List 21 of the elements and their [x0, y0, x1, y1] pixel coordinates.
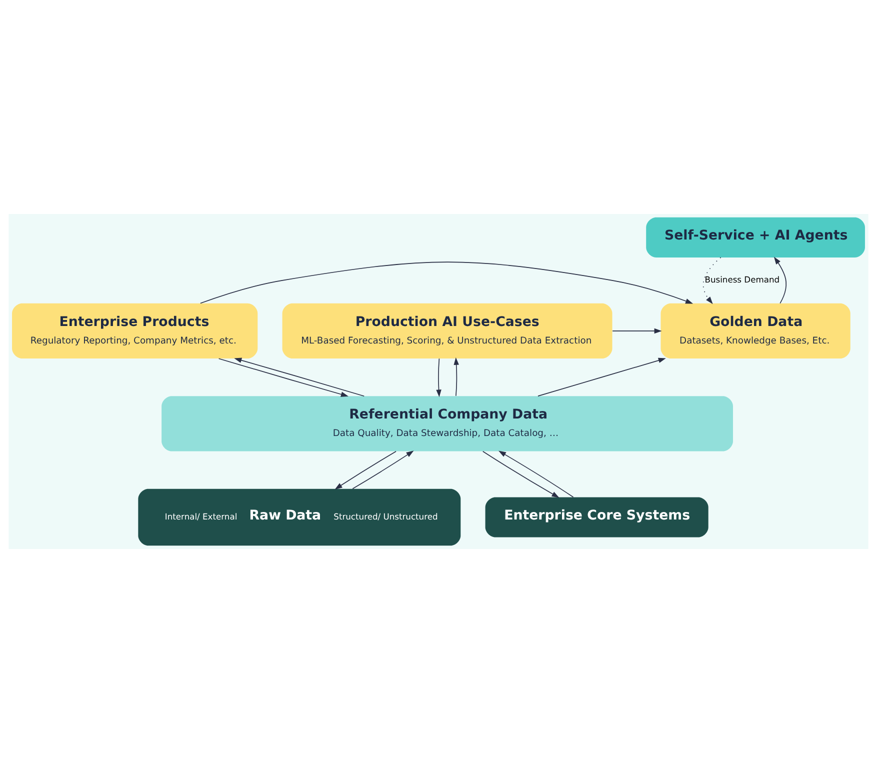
- arrow: [454, 357, 459, 396]
- arrow: [482, 450, 560, 498]
- edge-label: Business Demand: [704, 274, 780, 285]
- arrow: [234, 358, 365, 397]
- node-box: Internal/ External Raw Data Structured/ Unstructured: [138, 488, 461, 546]
- arrow: [218, 358, 348, 397]
- arrow: [612, 328, 662, 334]
- arrow: [436, 358, 442, 398]
- arrow: [702, 257, 722, 304]
- arrow: [498, 450, 574, 498]
- node-box: Golden Data Datasets, Knowledge Bases, Etc.: [660, 303, 850, 359]
- node-box: Enterprise Core Systems: [485, 497, 708, 538]
- arrow: [200, 262, 694, 304]
- arrow: [352, 450, 414, 490]
- arrow: [538, 358, 666, 396]
- node-box: Referential Company Data Data Quality, Data Stewardship, Data Catalog, …: [162, 396, 733, 452]
- node-box: Enterprise Products Regulatory Reporting, Company Metrics, etc.: [12, 303, 258, 359]
- arrow: [774, 256, 787, 304]
- arrow: [334, 450, 396, 490]
- node-box: Production AI Use-Cases ML-Based Forecasting, Scoring, & Unstructured Data Extraction: [282, 303, 612, 359]
- node-box: Self-Service + AI Agents: [646, 217, 865, 258]
